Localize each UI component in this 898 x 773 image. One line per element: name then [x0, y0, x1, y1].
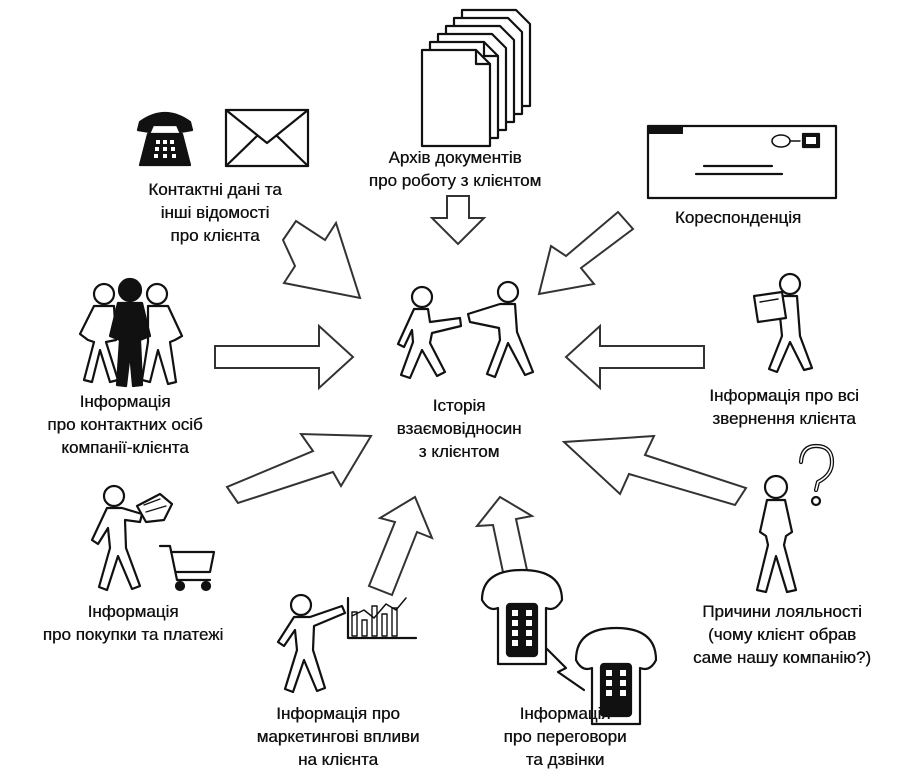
archive-label-line: про роботу з клієнтом [368, 171, 542, 190]
negotiations-label-line: та дзвінки [525, 750, 605, 769]
arrow-from-loyalty [561, 434, 748, 507]
negotiations-label: Інформація про переговори та дзвінки [470, 702, 660, 771]
person-question-icon [755, 443, 835, 594]
handshake-people-icon [396, 280, 535, 380]
appeals-label: Інформація про всі звернення клієнта [674, 384, 894, 430]
contacts-label: Контактні дані та інші відомості про клі… [110, 178, 320, 247]
arrow-from-contacts [281, 219, 362, 300]
center-label-line: Історія [432, 396, 486, 415]
purchases-label: Інформація про покупки та платежі [0, 600, 266, 646]
center-label-line: взаємовідносин [396, 419, 522, 438]
document-stack-icon [420, 8, 532, 148]
marketing-label-line: Інформація про [276, 704, 400, 723]
group-people-icon [78, 277, 184, 388]
negotiations-label-line: Інформація [519, 704, 611, 723]
marketing-label: Інформація про маркетингові впливи на кл… [228, 702, 448, 771]
marketing-label-line: на клієнта [297, 750, 378, 769]
arrow-from-appeals [564, 323, 705, 391]
center-label-line: з клієнтом [418, 442, 500, 461]
appeals-label-line: звернення клієнта [712, 409, 856, 428]
contacts-label-line: про клієнта [170, 226, 260, 245]
archive-label: Архів документів про роботу з клієнтом [340, 146, 570, 192]
telephone-icon [136, 111, 194, 167]
arrow-from-archive [429, 195, 487, 246]
center-label: Історія взаємовідносин з клієнтом [374, 394, 544, 463]
contacts-label-line: інші відомості [160, 203, 270, 222]
mail-envelope-icon [646, 124, 838, 200]
contact-persons-label-line: про контактних осіб [47, 415, 203, 434]
purchases-label-line: про покупки та платежі [42, 625, 224, 644]
appeals-label-line: Інформація про всі [709, 386, 859, 405]
archive-label-line: Архів документів [388, 148, 522, 167]
person-presenting-chart-icon [276, 593, 418, 694]
loyalty-label-line: саме нашу компанію?) [693, 648, 871, 667]
loyalty-label: Причини лояльності (чому клієнт обрав са… [668, 600, 896, 669]
contact-persons-label-line: Інформація [79, 392, 171, 411]
person-with-document-icon [752, 272, 814, 374]
arrow-from-contact-persons [214, 323, 355, 391]
envelope-icon [224, 108, 310, 168]
negotiations-label-line: про переговори [503, 727, 627, 746]
correspondence-label-line: Кореспонденція [674, 208, 802, 227]
marketing-label-line: маркетингові впливи [256, 727, 420, 746]
loyalty-label-line: Причини лояльності [702, 602, 862, 621]
arrow-from-correspondence [537, 210, 635, 296]
contact-persons-label: Інформація про контактних осіб компанії-… [10, 390, 240, 459]
contacts-label-line: Контактні дані та [148, 180, 282, 199]
purchases-label-line: Інформація [87, 602, 179, 621]
correspondence-label: Кореспонденція [638, 206, 838, 229]
arrow-from-purchases [225, 432, 373, 505]
person-shopping-icon [90, 484, 216, 592]
arrow-from-marketing [367, 495, 434, 597]
contact-persons-label-line: компанії-клієнта [61, 438, 189, 457]
loyalty-label-line: (чому клієнт обрав [707, 625, 857, 644]
phone-call-icon [480, 568, 658, 726]
